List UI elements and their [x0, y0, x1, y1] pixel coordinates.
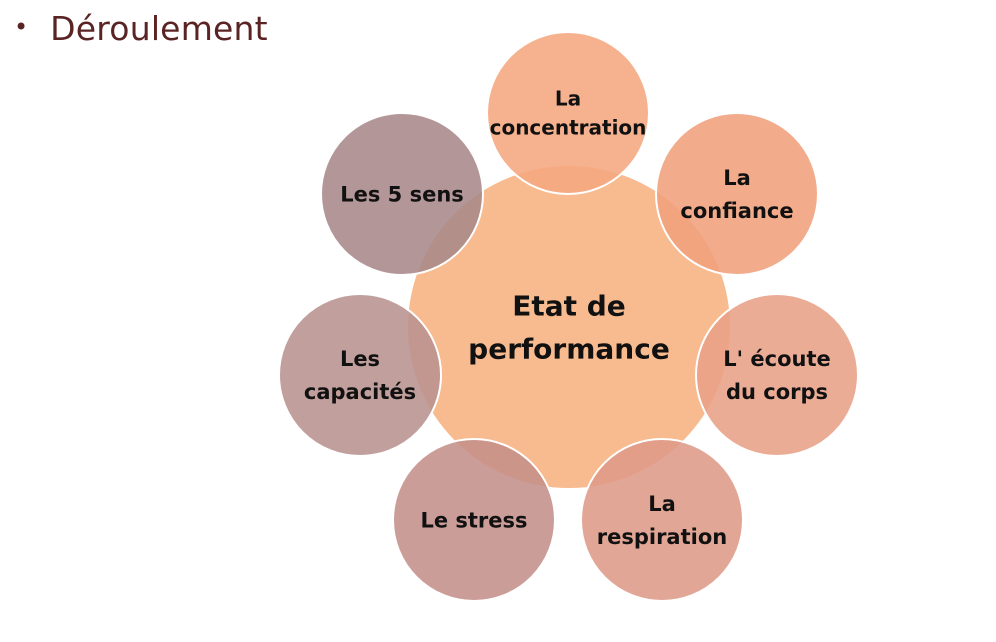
node-label-confiance-line: confiance — [680, 199, 793, 223]
node-label-capacites-line: Les — [340, 347, 380, 371]
node-label-ecoute-line: L' écoute — [723, 347, 830, 371]
node-circle-capacites — [278, 293, 442, 457]
node-circle-stress — [392, 438, 556, 602]
node-label-stress: Le stress — [420, 509, 527, 533]
center-label-line: performance — [468, 333, 670, 366]
node-label-respiration-line: respiration — [597, 525, 727, 549]
node-label-concentration: La concentration — [490, 87, 647, 140]
node-label-ecoute-line: du corps — [726, 380, 828, 404]
node-circle-respiration — [580, 438, 744, 602]
node-label-respiration-line: La — [648, 492, 676, 516]
heading-text: Déroulement — [50, 9, 268, 48]
center-label-line: Etat de — [512, 290, 626, 323]
node-label-confiance: La confiance — [680, 166, 793, 223]
node-label-sens-line: Les 5 sens — [340, 183, 464, 207]
node-circle-confiance — [655, 112, 819, 276]
node-circle-sens — [320, 112, 484, 276]
center-label: Etat de performance — [468, 290, 670, 366]
slide-heading: • Déroulement — [14, 12, 268, 45]
bullet-point: • — [14, 12, 29, 41]
node-label-concentration-line: concentration — [490, 116, 647, 140]
node-label-capacites-line: capacités — [304, 380, 416, 404]
node-label-capacites: Les capacités — [304, 347, 416, 404]
node-label-confiance-line: La — [723, 166, 751, 190]
node-label-concentration-line: La — [555, 87, 581, 111]
node-circle-concentration — [486, 31, 650, 195]
node-label-stress-line: Le stress — [420, 509, 527, 533]
node-label-respiration: La respiration — [597, 492, 727, 549]
node-label-ecoute: L' écoute du corps — [723, 347, 830, 404]
node-label-sens: Les 5 sens — [340, 183, 464, 207]
node-circle-ecoute — [695, 293, 859, 457]
